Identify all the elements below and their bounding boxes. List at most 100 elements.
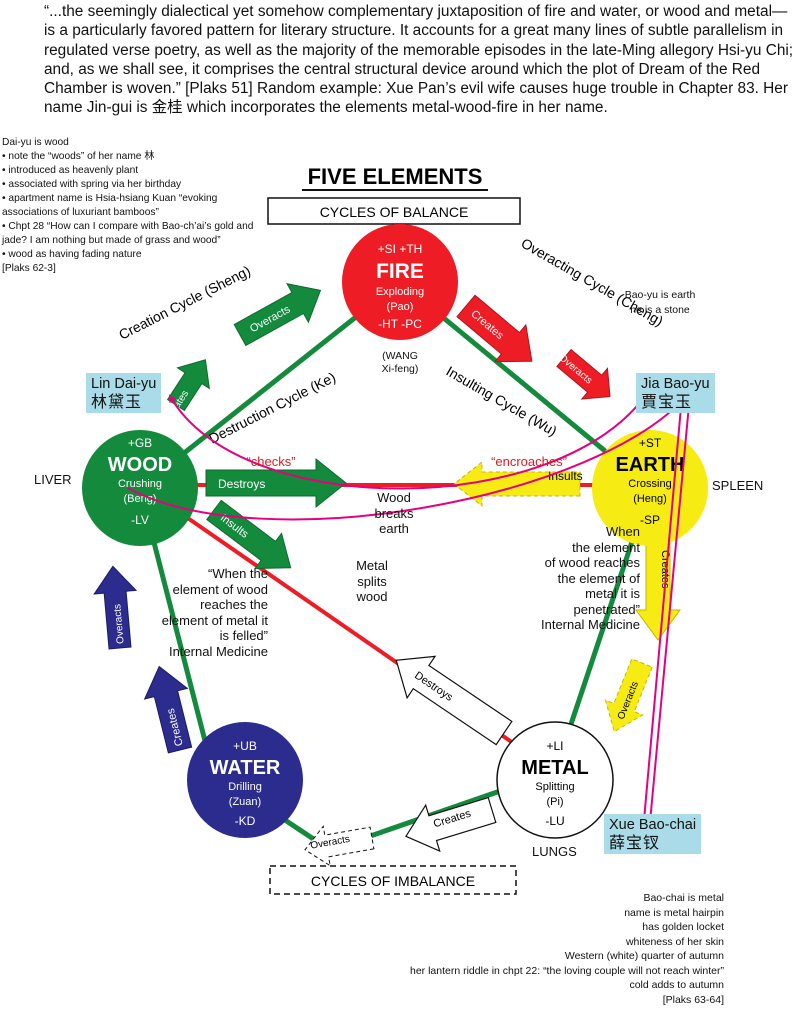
creates-arrow-metal: Creates xyxy=(405,796,497,853)
wang-xifeng-label: (WANG Xi-feng) xyxy=(362,350,438,376)
penetrated-line: the element of xyxy=(557,570,640,586)
overacts-arrow-fire: Overacts xyxy=(556,348,611,400)
felled-line: element of metal it xyxy=(161,612,268,628)
wood-breaks-earth: Wood breaks earth xyxy=(364,490,424,537)
imbalance-box xyxy=(269,865,517,895)
daiyu-baoyu-connector xyxy=(169,391,649,490)
daiyu-note: [Plaks 62-3] xyxy=(2,263,56,274)
baochai-note-line: whiteness of her skin xyxy=(625,935,724,948)
wbe-line: earth xyxy=(379,521,409,536)
wood-line2: (Beng) xyxy=(123,493,156,505)
felled-line: “When the xyxy=(208,566,268,581)
quote-chinese-name: 金桂 xyxy=(151,98,183,117)
creation-cycle-label: Creation Cycle (Sheng) xyxy=(116,262,253,342)
earth-line2: (Heng) xyxy=(633,493,667,505)
metal-bottom: -LU xyxy=(545,814,564,828)
msw-line: splits xyxy=(357,573,387,589)
quote-text: “...the seemingly dialectical yet someho… xyxy=(44,3,794,117)
wood-line1: Crushing xyxy=(118,478,162,490)
destroys-label: Destroys xyxy=(218,477,265,491)
spleen-label: SPLEEN xyxy=(712,478,764,493)
fire-top: +SI +TH xyxy=(378,242,423,256)
metal-splits-wood: Metal splits wood xyxy=(342,558,402,605)
baoyu-note-line: Bao-yu is earth xyxy=(624,289,696,301)
water-line2: (Zuan) xyxy=(229,796,261,808)
metal-line1: Splitting xyxy=(535,781,574,793)
checks-label: “checks” xyxy=(246,454,296,469)
baochai-note-line: cold adds to autumn xyxy=(629,979,724,991)
metal-top: +LI xyxy=(546,739,563,753)
destroys-arrow-metal: Destroys xyxy=(395,655,513,746)
baochai-note-line: [Plaks 63-64] xyxy=(662,993,724,1006)
baochai-note-line: has golden locket xyxy=(642,921,724,933)
felled-line: element of wood xyxy=(172,581,268,597)
water-element: +UB WATER Drilling (Zuan) -KD xyxy=(187,722,303,838)
earth-top: +ST xyxy=(639,436,662,450)
lungs-label: LUNGS xyxy=(532,844,577,859)
wood-element: +GB WOOD Crushing (Beng) -LV xyxy=(82,430,198,546)
baochai-note-line: name is metal hairpin xyxy=(624,906,724,919)
baoyu-name-box: Jia Bao-yu 賈宝玉 xyxy=(636,373,715,413)
baochai-notes: Bao-chai is metal name is metal hairpin … xyxy=(344,891,724,1007)
balance-box xyxy=(267,197,521,225)
fire-line2: (Pao) xyxy=(387,301,414,313)
penetrated-line: Internal Medicine xyxy=(541,617,640,632)
intro-quote: “...the seemingly dialectical yet someho… xyxy=(44,2,794,118)
daiyu-name: Lin Dai-yu xyxy=(91,376,157,392)
diagram-title: FIVE ELEMENTS xyxy=(308,164,483,189)
earth-bottom: -SP xyxy=(640,513,660,527)
baochai-baoyu-connector xyxy=(649,392,694,823)
felled-line: reaches the xyxy=(200,597,268,612)
metal-name: METAL xyxy=(521,757,588,779)
metal-line2: (Pi) xyxy=(546,796,563,808)
baoyu-name: Jia Bao-yu xyxy=(641,376,710,392)
fire-line1: Exploding xyxy=(376,286,424,298)
daiyu-note: • note the “woods” of her name 林 xyxy=(2,151,155,162)
quote-tail: which incorporates the elements metal-wo… xyxy=(182,99,608,117)
overacts-arrow-wood: Overacts xyxy=(233,283,322,347)
wbe-line: Wood xyxy=(377,490,411,505)
daiyu-name-box: Lin Dai-yu 林黛玉 xyxy=(86,373,162,413)
wood-top: +GB xyxy=(128,436,152,450)
water-bottom: -KD xyxy=(235,814,256,828)
wbe-line: breaks xyxy=(374,505,414,521)
water-top: +UB xyxy=(233,739,257,753)
baoyu-daiyu-connector xyxy=(127,390,692,521)
daiyu-note: Dai-yu is wood xyxy=(2,137,69,148)
penetrated-line: When xyxy=(606,524,640,539)
baochai-name-box: Xue Bao-chai 薛宝钗 xyxy=(604,814,702,854)
penetrated-line: of wood reaches xyxy=(544,555,640,570)
msw-line: Metal xyxy=(356,558,388,573)
liver-label: LIVER xyxy=(34,472,72,487)
baoyu-baochai-connector xyxy=(640,395,683,822)
earth-name: EARTH xyxy=(616,454,685,476)
insults-label: Insults xyxy=(548,469,583,483)
baoyu-note: Bao-yu is earth he is a stone xyxy=(600,288,720,317)
destroys-arrow-wood: Destroys xyxy=(205,457,347,509)
baochai-note-line: her lantern riddle in chpt 22: “the lovi… xyxy=(409,964,724,977)
daiyu-note: • wood as having fading nature xyxy=(2,249,142,260)
fire-bottom: -HT -PC xyxy=(378,317,422,331)
encroaches-label: “encroaches” xyxy=(491,454,567,469)
fire-name: FIRE xyxy=(376,260,424,283)
daiyu-notes: Dai-yu is wood • note the “woods” of her… xyxy=(2,136,270,276)
overacts-arrow-metal: Overacts xyxy=(304,825,375,867)
msw-line: wood xyxy=(356,589,388,604)
wood-bottom: -LV xyxy=(131,513,149,527)
overacts-arrow-earth: Overacts xyxy=(604,658,653,733)
fire-element: +SI +TH FIRE Exploding (Pao) -HT -PC xyxy=(342,224,458,340)
wood-name: WOOD xyxy=(108,454,172,476)
water-line1: Drilling xyxy=(228,781,262,793)
overacts-label: Overacts xyxy=(112,604,126,645)
baochai-name: Xue Bao-chai xyxy=(609,817,697,833)
penetrated-quote: When the element of wood reaches the ele… xyxy=(510,524,640,633)
overacts-arrow-water: Overacts xyxy=(93,565,138,650)
creates-arrow-water: Creates xyxy=(143,665,193,754)
daiyu-note: • Chpt 28 “How can I compare with Bao-ch… xyxy=(2,221,254,246)
baoyu-note-line: he is a stone xyxy=(630,303,690,316)
felled-line: Internal Medicine xyxy=(169,643,268,659)
daiyu-note: • apartment name is Hsia-hsiang Kuan “ev… xyxy=(2,193,218,218)
felled-quote: “When the element of wood reaches the el… xyxy=(140,566,268,659)
baochai-chinese: 薛宝钗 xyxy=(609,833,661,852)
